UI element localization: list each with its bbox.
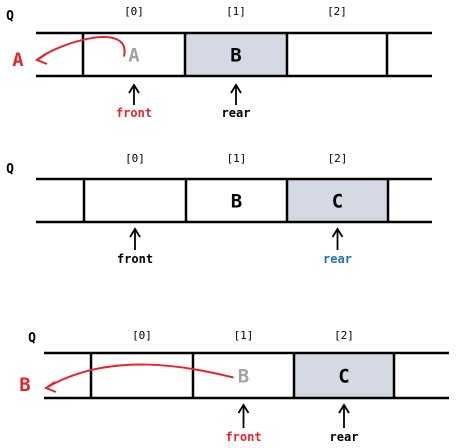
queue-index-label: [0] (132, 329, 152, 342)
queue-cell-fill (294, 353, 394, 398)
queue-index-label: [2] (334, 329, 354, 342)
queue-index-label: [2] (327, 5, 347, 18)
dequeue-arrow-head (34, 53, 48, 65)
pointer-arrow-head (230, 83, 242, 94)
dequeue-curve-arrow (45, 363, 234, 389)
pointer-arrow-head (338, 403, 350, 414)
queue-cell-fill (287, 179, 388, 222)
queue-label: Q (6, 162, 14, 177)
queue-cell-value: B (230, 45, 241, 67)
queue-index-label: [1] (227, 152, 247, 165)
pointer-label-rear: rear (323, 252, 352, 266)
queue-cell-value: B (231, 191, 242, 213)
pointer-label-front: front (225, 430, 261, 444)
queue-cell-value: C (332, 191, 343, 213)
queue-label: Q (6, 9, 14, 24)
queue-index-label: [2] (328, 152, 348, 165)
queue-index-label: [0] (124, 5, 144, 18)
pointer-label-rear: rear (330, 430, 359, 444)
pointer-arrow-head (331, 227, 344, 238)
dequeued-value: B (19, 374, 30, 396)
dequeued-value: A (12, 49, 24, 71)
pointer-arrow-head (237, 403, 250, 414)
queue-cell-value: C (338, 366, 349, 388)
pointer-arrow-head (129, 227, 141, 238)
queue-cell-fill (185, 33, 287, 76)
pointer-arrow-head (128, 83, 140, 94)
queue-index-label: [0] (125, 152, 145, 165)
queue-cell-value: A (128, 45, 140, 67)
queue-index-label: [1] (226, 5, 246, 18)
queue-cell-value: B (238, 366, 249, 388)
dequeue-curve-arrow (36, 36, 126, 61)
dequeue-arrow-head (43, 381, 57, 393)
pointer-label-rear: rear (222, 106, 251, 120)
pointer-label-front: front (116, 106, 152, 120)
pointer-label-front: front (117, 252, 153, 266)
queue-index-label: [1] (234, 329, 254, 342)
queue-label: Q (28, 331, 36, 346)
